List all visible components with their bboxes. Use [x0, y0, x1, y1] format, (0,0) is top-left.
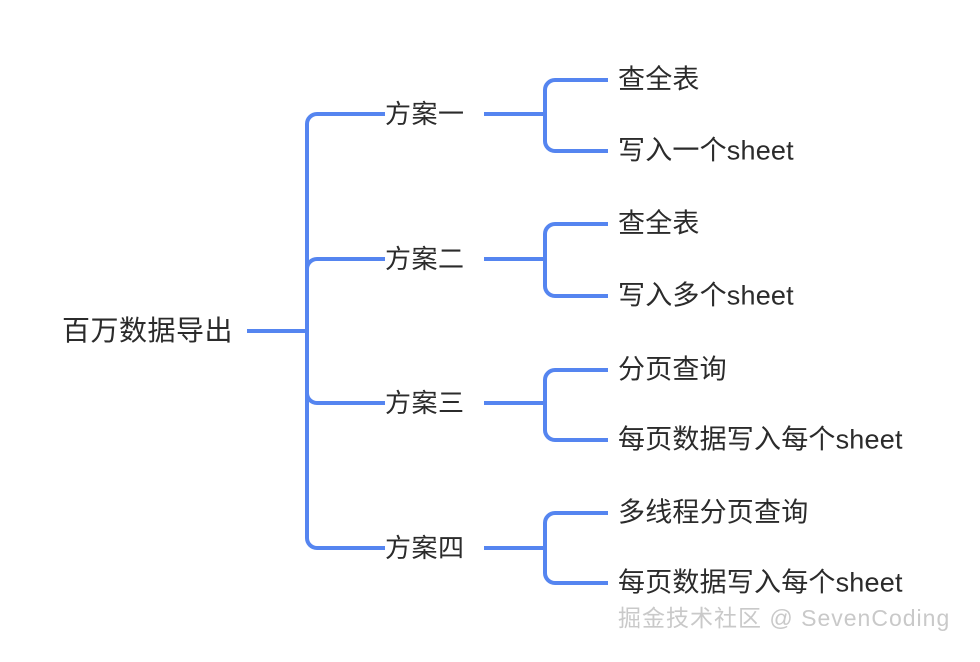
connector-branch-1-leaf-1 — [543, 78, 608, 114]
connector-trunk-branch-1 — [305, 112, 385, 331]
connector-trunk-branch-2 — [305, 257, 385, 331]
mindmap-leaf-node-2-2[interactable]: 写入多个sheet — [618, 280, 794, 311]
mindmap-branch-node-3[interactable]: 方案三 — [385, 388, 465, 418]
mindmap-branch-node-1[interactable]: 方案一 — [385, 99, 465, 129]
connector-branch-1-leaf-2 — [543, 114, 608, 153]
connector-branch-4-leaf-1 — [543, 511, 608, 548]
mindmap-leaf-node-1-1[interactable]: 查全表 — [618, 64, 700, 95]
connector-branch-4-leaf-2 — [543, 548, 608, 585]
connector-branch-2-leaf-2 — [543, 259, 608, 298]
connector-branch-2-leaf-1 — [543, 222, 608, 259]
mindmap-leaf-node-2-1[interactable]: 查全表 — [618, 208, 700, 239]
mindmap-branch-node-2[interactable]: 方案二 — [385, 244, 465, 274]
connector-branch-3-leaf-1 — [543, 368, 608, 403]
connector-trunk-branch-3 — [305, 331, 385, 405]
connector-trunk-branch-4 — [305, 331, 385, 550]
mindmap-root-node[interactable]: 百万数据导出 — [62, 315, 234, 346]
mindmap-leaf-node-1-2[interactable]: 写入一个sheet — [618, 135, 794, 166]
mindmap-branch-node-4[interactable]: 方案四 — [385, 533, 465, 563]
mindmap-leaf-node-3-2[interactable]: 每页数据写入每个sheet — [618, 424, 903, 455]
mindmap-leaf-node-4-2[interactable]: 每页数据写入每个sheet — [618, 567, 903, 598]
watermark-text: 掘金技术社区 @ SevenCoding — [618, 605, 951, 631]
mindmap-leaf-node-4-1[interactable]: 多线程分页查询 — [618, 497, 809, 528]
mindmap-leaf-node-3-1[interactable]: 分页查询 — [618, 354, 727, 385]
connector-branch-3-leaf-2 — [543, 403, 608, 442]
